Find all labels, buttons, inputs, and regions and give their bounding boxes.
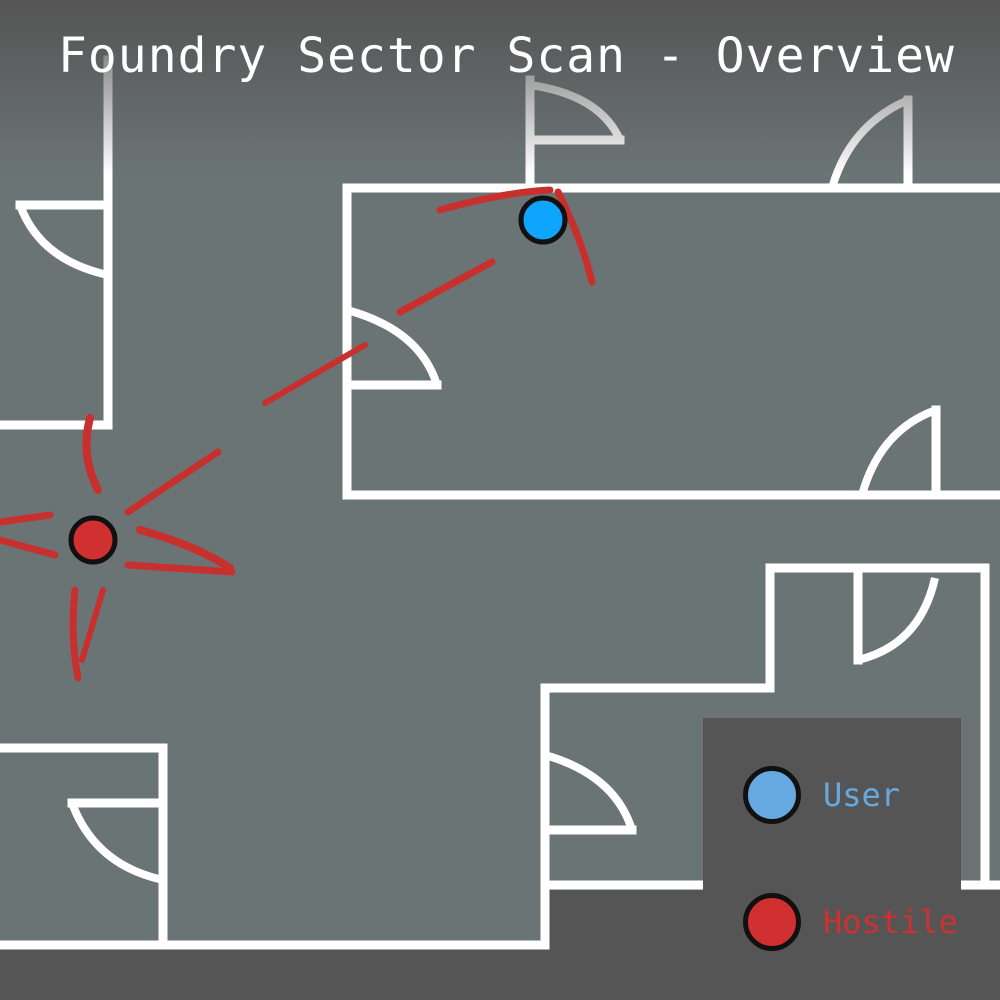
wall-bottom-right <box>540 563 990 950</box>
door-arc-icon <box>858 406 938 497</box>
scan-title: Foundry Sector Scan - Overview <box>58 28 955 84</box>
sound-ripples <box>0 186 596 682</box>
wall-bottom-left <box>0 743 168 950</box>
sound-ripple-icon <box>262 342 368 406</box>
sound-ripple-icon <box>554 188 596 286</box>
sound-ripple-icon <box>396 258 496 316</box>
legend-label-hostile: Hostile <box>823 903 958 941</box>
sound-ripple-icon <box>136 526 234 572</box>
door-arc-icon <box>16 203 109 279</box>
sound-ripple-icon <box>79 587 106 663</box>
door-arc-icon <box>68 801 164 884</box>
sound-ripple-icon <box>0 536 59 559</box>
legend-item-user: User <box>743 763 900 827</box>
sound-ripple-icon <box>436 186 554 214</box>
legend-label-user: User <box>823 776 901 814</box>
sound-ripple-icon <box>69 586 82 682</box>
sound-ripple-icon <box>124 448 222 516</box>
sound-ripple-icon <box>124 561 236 576</box>
legend-panel: User Hostile <box>703 718 961 1000</box>
user-legend-icon <box>743 766 801 824</box>
door-arc-icon <box>543 751 636 832</box>
door-arc-icon <box>345 306 441 387</box>
sound-ripple-icon <box>0 511 54 526</box>
hostile-marker-icon[interactable] <box>68 515 118 565</box>
wall-top-room <box>342 183 1000 500</box>
hostile-legend-icon <box>743 893 801 951</box>
top-fade <box>0 0 1000 175</box>
door-arc-icon <box>857 577 939 664</box>
user-marker-icon[interactable] <box>518 195 568 245</box>
wall-left-upper <box>0 55 113 430</box>
sound-ripple-icon <box>82 414 102 494</box>
legend-item-hostile: Hostile <box>743 890 958 954</box>
